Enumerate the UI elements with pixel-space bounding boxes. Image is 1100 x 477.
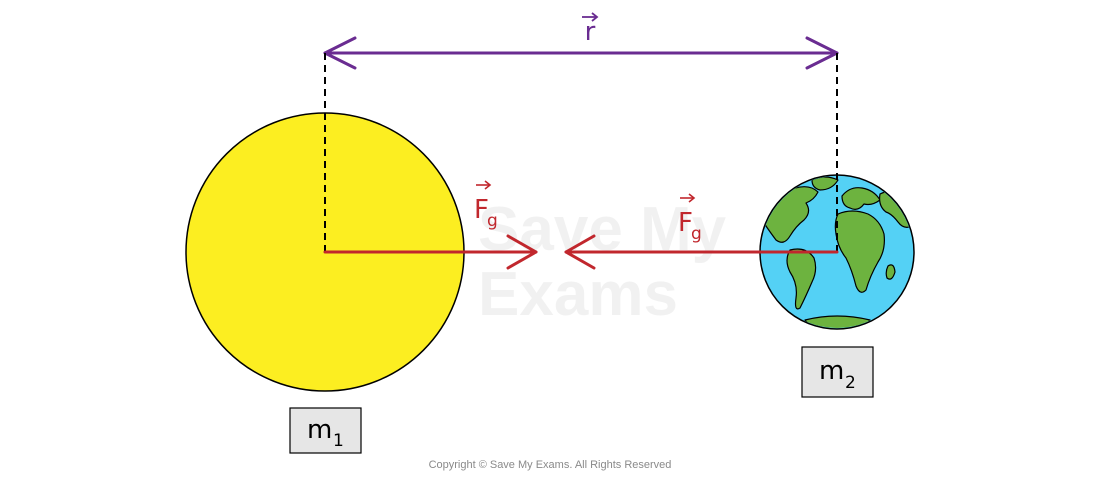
force-label-mass1-subscript: g <box>487 211 498 231</box>
separation-label: r <box>582 12 599 47</box>
force-label-mass1: F g <box>474 180 498 231</box>
watermark-line2: Exams <box>478 260 678 329</box>
mass2-label-subscript: 2 <box>845 373 856 393</box>
separation-arrow <box>323 36 839 70</box>
separation-label-text: r <box>585 17 596 47</box>
force-label-mass2-text: F <box>678 208 693 238</box>
mass1-label-subscript: 1 <box>333 431 344 451</box>
force-label-mass2: F g <box>678 193 702 244</box>
copyright-text: Copyright © Save My Exams. All Rights Re… <box>429 459 672 471</box>
mass1-label-text: m <box>307 415 332 445</box>
mass2-label-box: m 2 <box>801 346 874 398</box>
force-arrow-on-mass2 <box>564 234 839 270</box>
force-arrow-on-mass1 <box>323 234 538 270</box>
force-label-mass1-text: F <box>474 195 489 225</box>
mass1-label-box: m 1 <box>289 407 362 454</box>
mass2-label-text: m <box>819 356 844 386</box>
force-label-mass2-subscript: g <box>691 224 702 244</box>
